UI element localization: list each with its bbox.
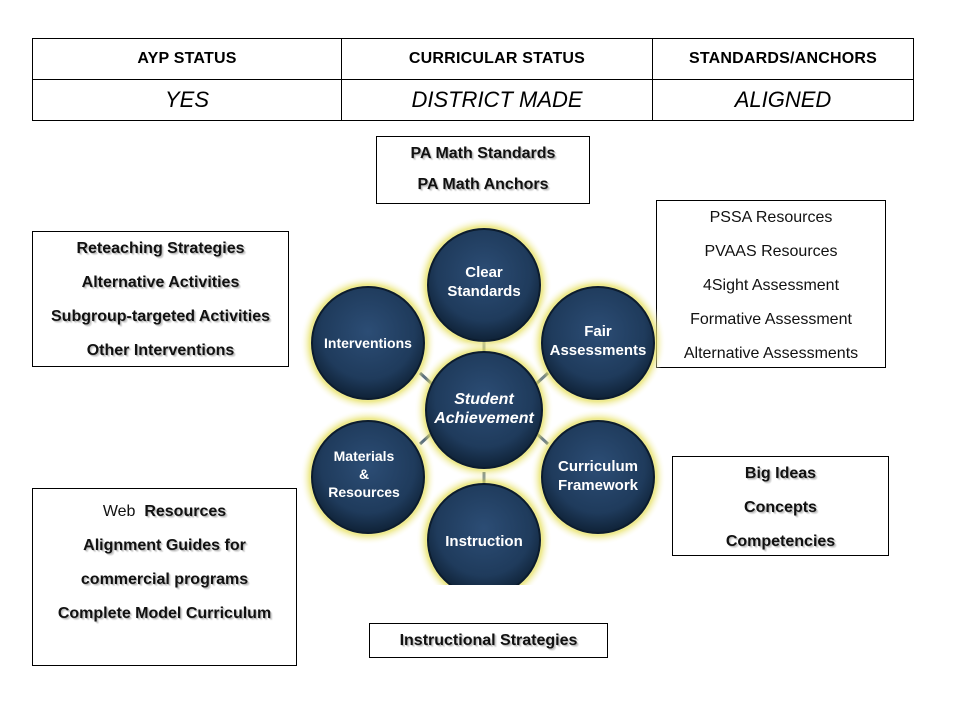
status-value-row: YES DISTRICT MADE ALIGNED [32,79,914,121]
assessments-line: Formative Assessment [690,311,852,328]
curriculum-framework-line: Curriculum [558,458,638,475]
instruction-box: Instructional Strategies [369,623,608,658]
node-interventions: Interventions [300,275,436,411]
node-student-achievement: Student Achievement [414,340,554,480]
materials-resources-line: Materials [334,448,395,464]
materials-resources-line: Resources [328,484,400,500]
assessments-line: PSSA Resources [709,209,833,226]
clear-standards-line: Standards [447,283,520,300]
node-instruction: Instruction [416,472,552,585]
interventions-box: Reteaching Strategies Alternative Activi… [32,231,289,367]
curriculum-line: Big Ideas [744,465,817,482]
status-table: AYP STATUS CURRICULAR STATUS STANDARDS/A… [32,38,914,121]
node-clear-standards: Clear Standards [416,217,552,353]
standards-line: PA Math Anchors [417,176,549,193]
instruction-node-label: Instruction [445,533,523,550]
standards-box: PA Math Standards PA Math Anchors [376,136,590,204]
status-header-row: AYP STATUS CURRICULAR STATUS STANDARDS/A… [32,38,914,80]
header-curricular-status: CURRICULAR STATUS [341,38,653,80]
interventions-line: Alternative Activities [81,274,240,291]
node-curriculum-framework: Curriculum Framework [530,409,666,545]
student-achievement-line: Student [454,391,514,408]
node-materials-resources: Materials & Resources [300,409,436,545]
node-fair-assessments: Fair Assessments [530,275,666,411]
curriculum-box: Big Ideas Concepts Competencies [672,456,889,556]
standards-line: PA Math Standards [410,145,556,162]
value-standards-anchors: ALIGNED [652,79,914,121]
curriculum-framework-line: Framework [558,477,639,494]
assessments-box: PSSA Resources PVAAS Resources 4Sight As… [656,200,886,368]
resources-line: Complete Model Curriculum [57,605,272,622]
student-achievement-line: Achievement [433,410,534,427]
resources-web-label: Web [102,503,136,520]
fair-assessments-line: Assessments [550,342,647,359]
assessments-line: Alternative Assessments [683,345,859,362]
resources-box: Web Resources Alignment Guides for comme… [32,488,297,666]
value-ayp-status: YES [32,79,342,121]
clear-standards-line: Clear [465,264,503,281]
interventions-line: Other Interventions [86,342,235,359]
resources-line: Alignment Guides for [83,537,246,554]
resources-line: Web Resources [103,495,226,529]
assessments-line: PVAAS Resources [704,243,838,260]
assessments-line: 4Sight Assessment [702,277,840,294]
header-ayp-status: AYP STATUS [32,38,342,80]
resources-line: commercial programs [80,571,249,588]
value-curricular-status: DISTRICT MADE [341,79,653,121]
interventions-line: Subgroup-targeted Activities [51,308,270,325]
student-achievement-diagram: Clear Standards Fair Assessments Curricu… [300,217,666,585]
materials-resources-line: & [359,466,369,482]
resources-web-rest: Resources [144,503,227,520]
interventions-line: Reteaching Strategies [76,240,245,257]
curriculum-line: Competencies [725,533,836,550]
fair-assessments-line: Fair [584,323,612,340]
header-standards-anchors: STANDARDS/ANCHORS [652,38,914,80]
instruction-line: Instructional Strategies [399,631,578,649]
interventions-node-label: Interventions [324,335,412,351]
curriculum-line: Concepts [744,499,817,516]
